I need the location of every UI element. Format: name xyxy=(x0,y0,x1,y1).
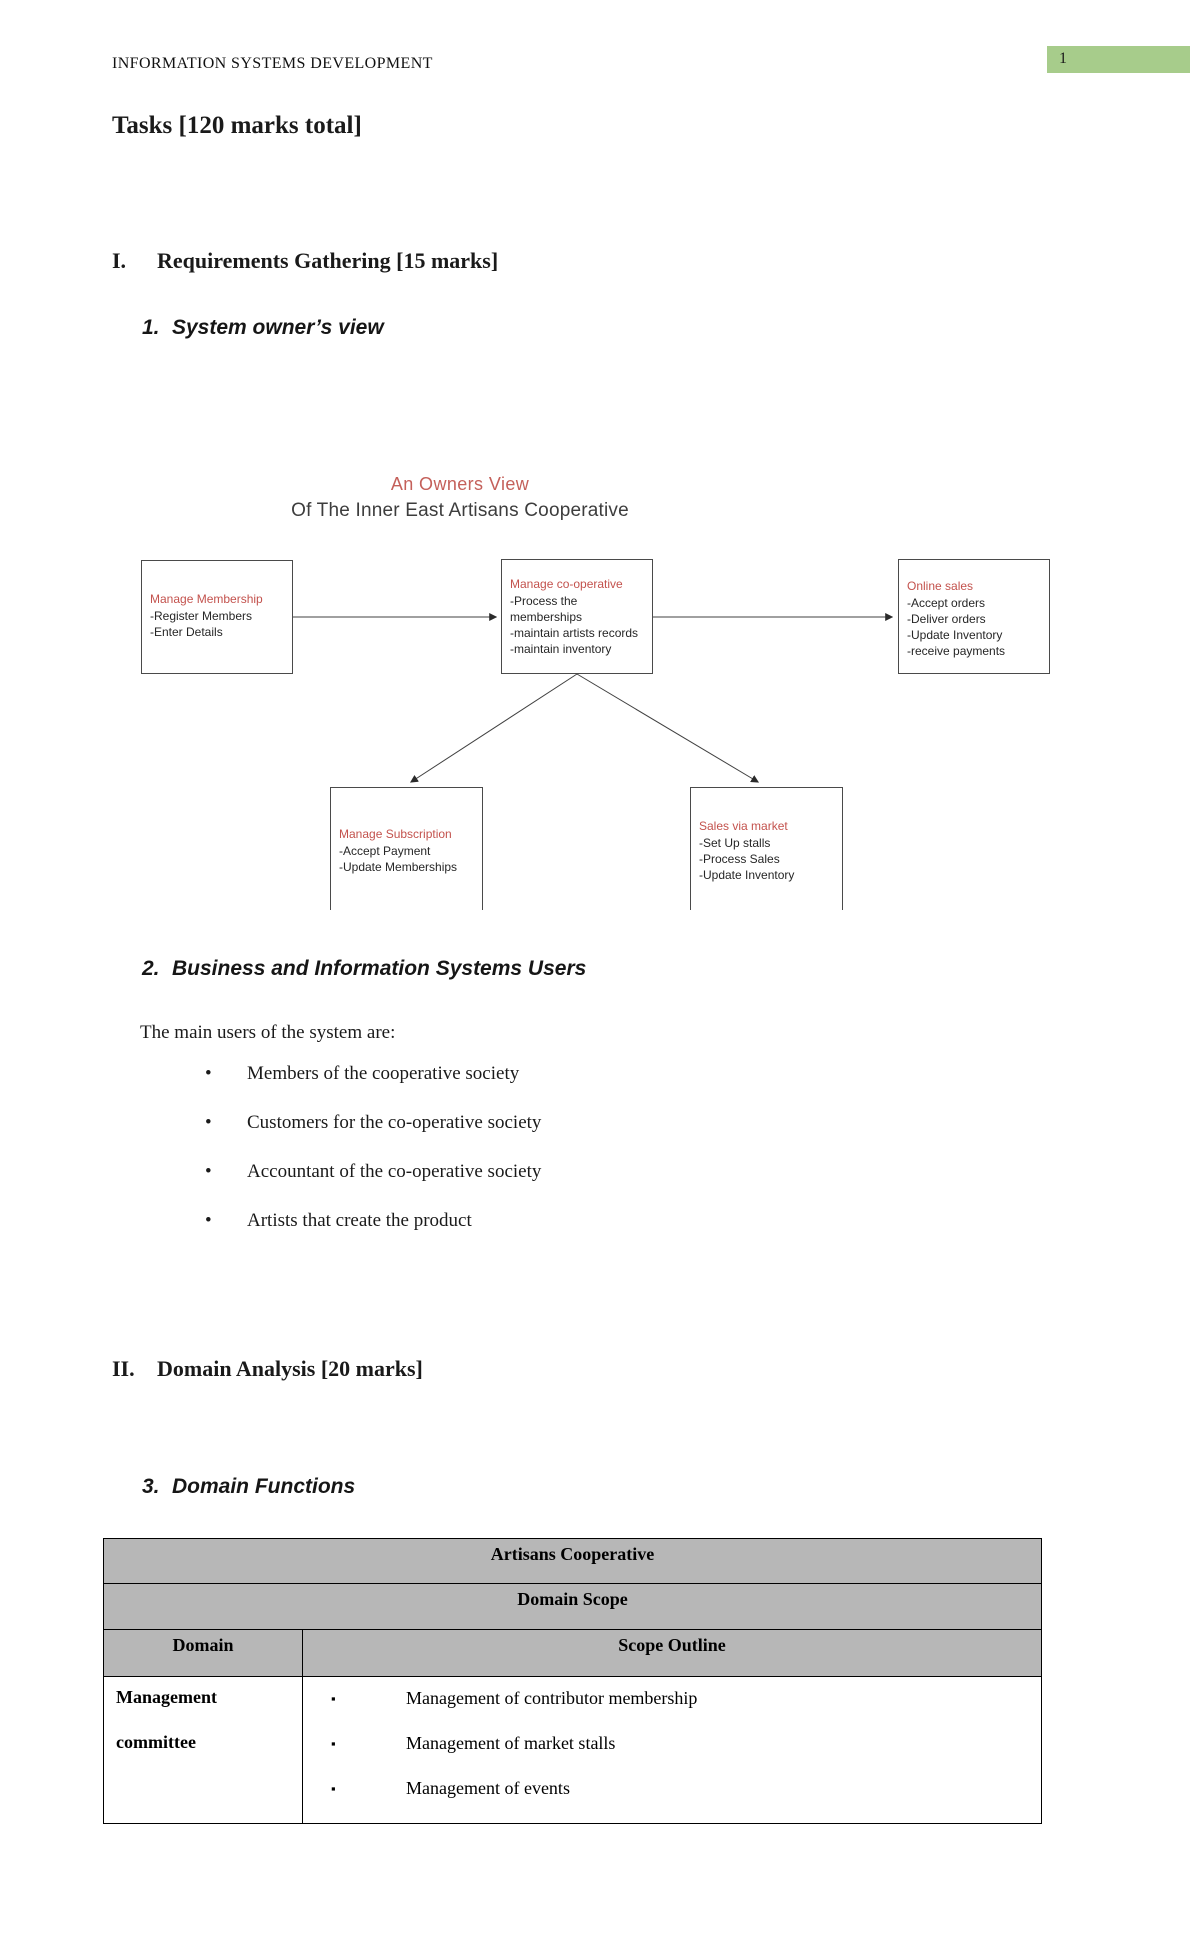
diagram-box-manage-cooperative: Manage co-operative -Process the members… xyxy=(501,559,653,674)
domain-cell: Management committee xyxy=(103,1676,303,1824)
subheading-system-owners-view: 1. System owner’s view xyxy=(142,316,384,340)
box-item: -Update Inventory xyxy=(699,868,795,882)
scope-item-text: Management of events xyxy=(406,1778,570,1798)
square-bullet-icon: ▪ xyxy=(331,1736,336,1751)
list-item-text: Artists that create the product xyxy=(247,1210,472,1231)
box-item: -Register Members xyxy=(150,609,253,623)
column-header-scope-outline: Scope Outline xyxy=(301,1629,1043,1677)
diagram-box-online-sales: Online sales -Accept orders -Deliver ord… xyxy=(898,559,1050,674)
scope-outline-cell: ▪ Management of contributor membership ▪… xyxy=(301,1676,1043,1824)
document-title: Tasks [120 marks total] xyxy=(112,112,362,139)
square-bullet-icon: ▪ xyxy=(331,1691,336,1706)
list-item-text: Members of the cooperative society xyxy=(247,1063,520,1084)
domain-cell-line: committee xyxy=(116,1732,196,1752)
section-title: Requirements Gathering [15 marks] xyxy=(157,248,499,273)
page-number-highlight: 1 xyxy=(1047,46,1190,73)
box-title: Manage Membership xyxy=(150,592,263,606)
box-item: memberships xyxy=(510,610,583,624)
subheading-title: System owner’s view xyxy=(172,316,384,339)
diagram-subtitle: Of The Inner East Artisans Cooperative xyxy=(291,500,629,521)
section-numeral: II. xyxy=(112,1356,135,1381)
bullet-icon: • xyxy=(205,1063,212,1084)
subheading-number: 3. xyxy=(142,1475,160,1498)
owners-view-diagram[interactable]: An Owners View Of The Inner East Artisan… xyxy=(0,460,1190,910)
users-bullet-list: • Members of the cooperative society • C… xyxy=(205,1063,541,1259)
box-title: Manage Subscription xyxy=(339,827,452,841)
domain-scope-table: Artisans Cooperative Domain Scope Domain… xyxy=(102,1538,1043,1824)
list-item: • Members of the cooperative society xyxy=(205,1063,541,1085)
bullet-icon: • xyxy=(205,1112,212,1133)
bullet-icon: • xyxy=(205,1210,212,1231)
diagram-box-manage-membership: Manage Membership -Register Members -Ent… xyxy=(141,560,293,674)
box-item: -maintain artists records xyxy=(510,626,639,640)
box-item: -receive payments xyxy=(907,644,1006,658)
list-item: • Accountant of the co-operative society xyxy=(205,1161,541,1183)
list-item: • Artists that create the product xyxy=(205,1210,541,1232)
box-item: -Accept orders xyxy=(907,596,986,610)
box-item: -Process Sales xyxy=(699,852,780,866)
table-title-cell: Artisans Cooperative xyxy=(102,1538,1043,1584)
box-item: -Update Inventory xyxy=(907,628,1003,642)
box-title: Online sales xyxy=(907,579,974,593)
column-header-domain: Domain xyxy=(103,1629,303,1677)
box-item: -Set Up stalls xyxy=(699,836,771,850)
box-title: Sales via market xyxy=(699,819,788,833)
diagram-title: An Owners View xyxy=(390,474,530,494)
scope-item-text: Management of contributor membership xyxy=(406,1688,698,1708)
subheading-title: Business and Information Systems Users xyxy=(172,957,587,980)
subheading-number: 1. xyxy=(142,316,160,339)
box-item: -Process the xyxy=(510,594,578,608)
list-item-text: Customers for the co-operative society xyxy=(247,1112,542,1133)
table-row: Management committee ▪ Management of con… xyxy=(103,1676,1043,1824)
section-numeral: I. xyxy=(112,248,127,273)
diagram-box-sales-via-market: Sales via market -Set Up stalls -Process… xyxy=(690,787,843,910)
list-item-text: Accountant of the co-operative society xyxy=(247,1161,542,1182)
section-heading-domain-analysis: II. Domain Analysis [20 marks] xyxy=(112,1356,423,1382)
section-heading-requirements: I. Requirements Gathering [15 marks] xyxy=(112,248,498,274)
diagram-box-manage-subscription: Manage Subscription -Accept Payment -Upd… xyxy=(330,787,483,910)
scope-item: ▪ Management of contributor membership xyxy=(331,1688,1041,1709)
scope-item: ▪ Management of events xyxy=(331,1778,1041,1799)
running-header: INFORMATION SYSTEMS DEVELOPMENT xyxy=(112,55,433,72)
domain-cell-line: Management xyxy=(116,1687,217,1707)
table-subtitle-cell: Domain Scope xyxy=(102,1583,1043,1630)
square-bullet-icon: ▪ xyxy=(331,1781,336,1796)
box-item: -maintain inventory xyxy=(510,642,612,656)
diagram-connectors xyxy=(293,613,894,783)
users-intro-paragraph: The main users of the system are: xyxy=(140,1022,396,1043)
box-item: -Enter Details xyxy=(150,625,223,639)
box-title: Manage co-operative xyxy=(510,577,623,591)
box-item: -Deliver orders xyxy=(907,612,986,626)
box-item: -Update Memberships xyxy=(339,860,458,874)
diagram-title-block: An Owners View Of The Inner East Artisan… xyxy=(0,474,920,522)
page-number: 1 xyxy=(1059,50,1067,67)
subheading-domain-functions: 3. Domain Functions xyxy=(142,1475,355,1499)
subheading-number: 2. xyxy=(142,957,160,980)
bullet-icon: • xyxy=(205,1161,212,1182)
subheading-business-users: 2. Business and Information Systems Users xyxy=(142,957,586,981)
section-title: Domain Analysis [20 marks] xyxy=(157,1356,423,1381)
subheading-title: Domain Functions xyxy=(172,1475,356,1498)
scope-item: ▪ Management of market stalls xyxy=(331,1733,1041,1754)
list-item: • Customers for the co-operative society xyxy=(205,1112,541,1134)
box-item: -Accept Payment xyxy=(339,844,431,858)
scope-item-text: Management of market stalls xyxy=(406,1733,616,1753)
